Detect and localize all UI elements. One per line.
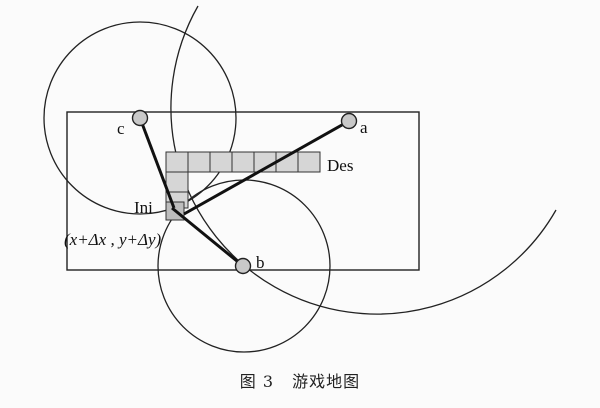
path-cell <box>165 171 189 193</box>
figure-caption: 图 3 游戏地图 <box>0 368 600 392</box>
label-c: c <box>117 119 125 138</box>
line-to-c <box>138 117 176 209</box>
path-cell <box>187 151 211 173</box>
label-b: b <box>256 253 265 272</box>
range-circle-c <box>43 21 237 215</box>
label-destination: Des <box>327 156 353 175</box>
path-cell <box>297 151 321 173</box>
label-a: a <box>360 118 368 137</box>
range-arc-a <box>170 5 557 315</box>
node-a <box>340 112 358 130</box>
label-coordinate: (x+Δx , y+Δy) <box>64 230 161 249</box>
path-cell <box>165 151 189 173</box>
path-cell <box>209 151 233 173</box>
node-c <box>131 109 149 127</box>
path-cell <box>231 151 255 173</box>
figure-title: 游戏地图 <box>292 372 361 391</box>
figure-number: 图 3 <box>239 372 275 391</box>
node-b <box>234 257 252 275</box>
line-to-a <box>183 119 350 216</box>
label-initial: Ini <box>134 198 153 217</box>
line-to-b <box>171 206 244 268</box>
